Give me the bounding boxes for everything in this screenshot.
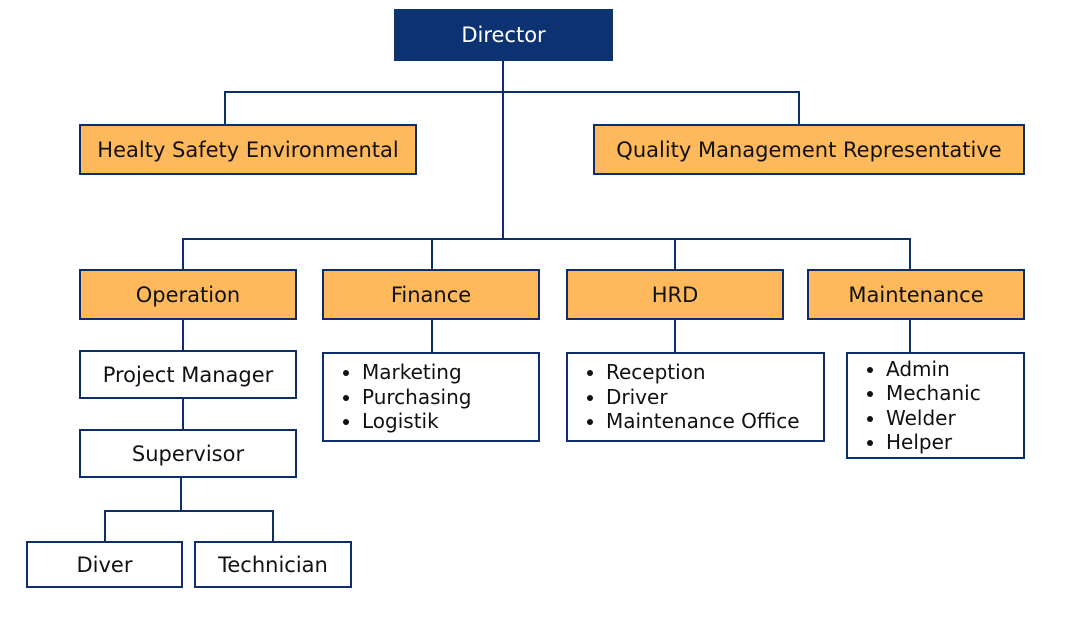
connector-director-down — [502, 60, 504, 240]
maintenance-list: Admin Mechanic Welder Helper — [848, 357, 981, 455]
hse-label: Healty Safety Environmental — [97, 137, 399, 162]
finance-list-box: Marketing Purchasing Logistik — [322, 352, 540, 442]
director-label: Director — [461, 23, 546, 47]
connector-operation-to-pm — [182, 319, 184, 352]
maintenance-box: Maintenance — [807, 269, 1025, 320]
qmr-label: Quality Management Representative — [616, 137, 1002, 162]
operation-box: Operation — [79, 269, 297, 320]
connector-finance-list — [431, 319, 433, 354]
connector-qmr-drop — [798, 91, 800, 125]
project-manager-label: Project Manager — [102, 362, 274, 387]
hrd-list-box: Reception Driver Maintenance Office — [566, 352, 825, 442]
hse-box: Healty Safety Environmental — [79, 124, 417, 175]
technician-label: Technician — [218, 552, 328, 577]
connector-pm-to-supervisor — [182, 398, 184, 431]
diver-box: Diver — [26, 541, 183, 588]
list-item: Welder — [886, 406, 981, 431]
connector-technician-drop — [272, 510, 274, 543]
finance-box: Finance — [322, 269, 540, 320]
technician-box: Technician — [194, 541, 352, 588]
list-item: Mechanic — [886, 381, 981, 406]
connector-diver-drop — [104, 510, 106, 543]
connector-hse-drop — [224, 91, 226, 125]
list-item: Driver — [606, 385, 800, 410]
list-item: Logistik — [362, 409, 471, 434]
director-box: Director — [394, 9, 613, 61]
hrd-box: HRD — [566, 269, 784, 320]
list-item: Admin — [886, 357, 981, 382]
connector-staff-horizontal — [224, 91, 800, 93]
list-item: Purchasing — [362, 385, 471, 410]
operation-label: Operation — [135, 282, 241, 307]
connector-maintenance-drop — [909, 238, 911, 270]
list-item: Maintenance Office — [606, 409, 800, 434]
connector-finance-drop — [431, 238, 433, 270]
connector-departments-horizontal — [182, 238, 911, 240]
connector-maintenance-list — [909, 319, 911, 354]
hrd-label: HRD — [651, 282, 699, 307]
supervisor-box: Supervisor — [79, 429, 297, 478]
connector-hrd-list — [674, 319, 676, 354]
connector-hrd-drop — [674, 238, 676, 270]
connector-operation-drop — [182, 238, 184, 270]
finance-list: Marketing Purchasing Logistik — [324, 360, 471, 434]
maintenance-list-box: Admin Mechanic Welder Helper — [846, 352, 1025, 459]
connector-field-horizontal — [104, 510, 274, 512]
finance-label: Finance — [390, 282, 472, 307]
project-manager-box: Project Manager — [79, 350, 297, 399]
hrd-list: Reception Driver Maintenance Office — [568, 360, 800, 434]
list-item: Helper — [886, 430, 981, 455]
list-item: Marketing — [362, 360, 471, 385]
list-item: Reception — [606, 360, 800, 385]
supervisor-label: Supervisor — [131, 441, 245, 466]
qmr-box: Quality Management Representative — [593, 124, 1025, 175]
maintenance-label: Maintenance — [848, 282, 984, 307]
diver-label: Diver — [76, 552, 133, 577]
connector-supervisor-down — [180, 477, 182, 511]
